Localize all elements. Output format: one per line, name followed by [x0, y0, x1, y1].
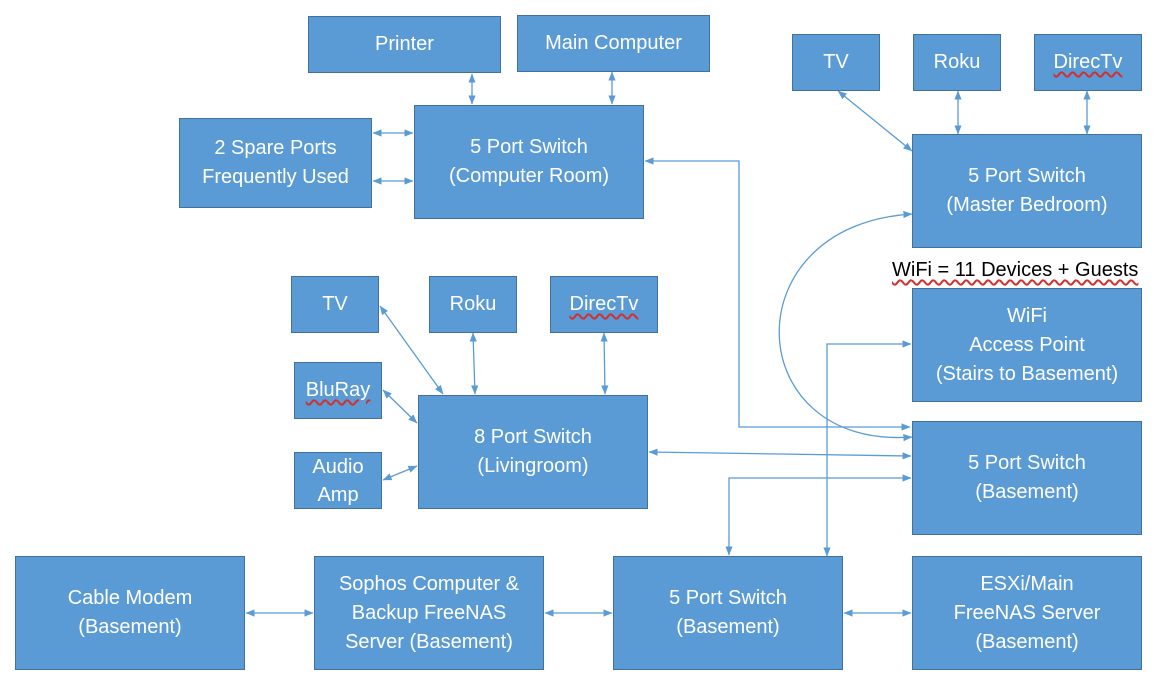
roku-bedroom-label: Roku — [933, 51, 981, 73]
roku-living-label: Roku — [449, 293, 497, 315]
directv-living-node: DirecTv — [550, 276, 658, 333]
cable-modem-label: Cable Modem (Basement) — [67, 587, 193, 638]
spare-ports-node: 2 Spare Ports Frequently Used — [179, 118, 372, 208]
switch-livingroom-label: 8 Port Switch (Livingroom) — [474, 426, 592, 477]
printer-label: Printer — [375, 33, 434, 55]
link-livingroom-to-basement — [648, 448, 912, 460]
directv-bedroom-node: DirecTv — [1034, 34, 1142, 91]
cable-modem-node: Cable Modem (Basement) — [15, 556, 245, 670]
directv-bedroom-label: DirecTv — [1053, 51, 1123, 73]
link-bluray-switch — [382, 389, 418, 424]
switch-basement-upper-node: 5 Port Switch (Basement) — [912, 421, 1142, 535]
link-tv-bedroom-switch — [837, 90, 913, 152]
tv-bedroom-node: TV — [792, 34, 880, 91]
link-computer-room-to-basement — [644, 157, 911, 431]
switch-computer-room-label: 5 Port Switch (Computer Room) — [448, 136, 610, 187]
wifi-access-point-label: WiFi Access Point (Stairs to Basement) — [935, 304, 1119, 385]
bluray-node: BluRay — [294, 362, 382, 419]
esxi-server-node: ESXi/Main FreeNAS Server (Basement) — [912, 556, 1142, 670]
wifi-caption: WiFi = 11 Devices + Guests — [892, 259, 1138, 282]
wifi-access-point-node: WiFi Access Point (Stairs to Basement) — [912, 288, 1142, 402]
audio-amp-node: Audio Amp — [294, 452, 382, 509]
switch-basement-lower-label: 5 Port Switch (Basement) — [669, 587, 787, 638]
link-basement-upper-to-lower — [725, 474, 912, 556]
main-computer-node: Main Computer — [517, 15, 710, 72]
link-wifi-to-lower-switch — [823, 340, 912, 557]
wifi-caption-text: WiFi = 11 Devices + Guests — [892, 259, 1139, 281]
sophos-computer-label: Sophos Computer & Backup FreeNAS Server … — [338, 572, 520, 653]
link-master-bedroom-to-basement-curve — [778, 210, 913, 442]
esxi-server-label: ESXi/Main FreeNAS Server (Basement) — [953, 572, 1101, 653]
link-directv-living-switch — [600, 332, 609, 395]
sophos-computer-node: Sophos Computer & Backup FreeNAS Server … — [314, 556, 544, 670]
main-computer-label: Main Computer — [545, 32, 682, 54]
spare-ports-label: 2 Spare Ports Frequently Used — [202, 137, 349, 188]
switch-livingroom-node: 8 Port Switch (Livingroom) — [418, 395, 648, 509]
switch-master-bedroom-node: 5 Port Switch (Master Bedroom) — [912, 134, 1142, 248]
printer-node: Printer — [308, 16, 501, 73]
audio-amp-label: Audio Amp — [312, 455, 364, 506]
tv-living-label: TV — [322, 293, 348, 315]
link-tv-living-switch — [379, 305, 444, 395]
switch-basement-upper-label: 5 Port Switch (Basement) — [968, 452, 1086, 503]
link-roku-living-switch — [469, 332, 479, 395]
switch-master-bedroom-label: 5 Port Switch (Master Bedroom) — [946, 165, 1108, 216]
directv-living-label: DirecTv — [569, 293, 639, 315]
roku-bedroom-node: Roku — [913, 34, 1001, 91]
tv-living-node: TV — [291, 276, 379, 333]
switch-computer-room-node: 5 Port Switch (Computer Room) — [414, 105, 644, 219]
roku-living-node: Roku — [429, 276, 517, 333]
tv-bedroom-label: TV — [823, 51, 849, 73]
bluray-label: BluRay — [305, 379, 371, 401]
switch-basement-lower-node: 5 Port Switch (Basement) — [613, 556, 843, 670]
link-audio-amp-switch — [382, 465, 418, 481]
